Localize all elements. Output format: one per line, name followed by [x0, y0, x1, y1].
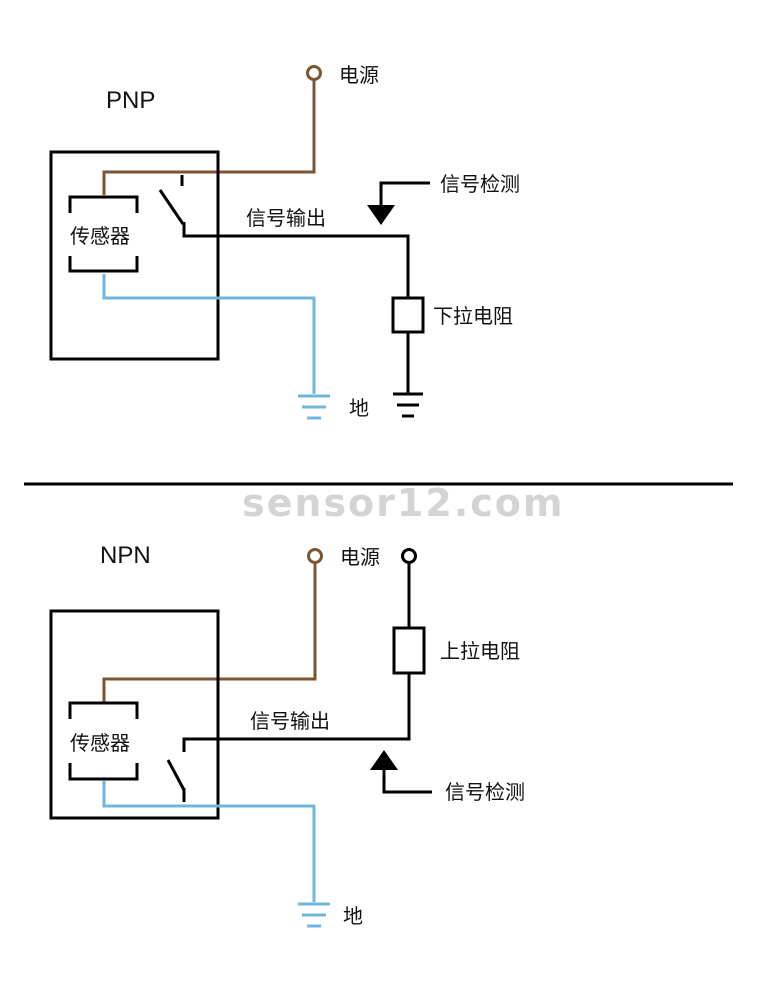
- npn-signal-detect-label: 信号检测: [445, 780, 525, 804]
- npn-signal-wire: [182, 673, 411, 752]
- pnp-circuit: PNP 电源 传感器 信号输出 信号检测 下拉电阻: [49, 63, 520, 420]
- pnp-ground-label: 地: [349, 396, 369, 420]
- watermark: sensor12.com: [242, 481, 564, 525]
- pnp-title: PNP: [106, 87, 155, 114]
- pnp-power-terminal: [306, 65, 322, 81]
- npn-ground-label: 地: [343, 904, 363, 928]
- npn-sensor-element-bottom: [68, 763, 139, 781]
- npn-sensor-element-top: [68, 701, 139, 719]
- pnp-sensor-element-bottom: [68, 256, 139, 273]
- npn-power-wire: [102, 563, 317, 703]
- pnp-ground-icon: [298, 394, 330, 420]
- npn-pullup-resistor: [392, 626, 426, 675]
- pnp-signal-detect-label: 信号检测: [440, 172, 520, 196]
- npn-signal-output-label: 信号输出: [250, 709, 330, 733]
- npn-power-terminal: [307, 548, 323, 564]
- pnp-pulldown-resistor: [391, 296, 425, 334]
- npn-detect-arrow-head: [370, 750, 398, 770]
- npn-sensor-label: 传感器: [70, 731, 130, 755]
- npn-supply-terminal: [401, 548, 417, 564]
- npn-power-label: 电源: [340, 545, 380, 569]
- pnp-sensor-housing: [49, 150, 220, 361]
- pnp-ground-wire: [102, 274, 316, 394]
- npn-ground-wire: [102, 781, 316, 902]
- npn-resistor-label: 上拉电阻: [440, 639, 520, 663]
- pnp-sensor-element-top: [68, 195, 139, 213]
- pnp-signal-wire: [182, 222, 410, 298]
- npn-ground-icon: [298, 902, 330, 928]
- pnp-power-label: 电源: [339, 63, 379, 87]
- npn-detect-arrow-line: [382, 770, 432, 794]
- pnp-power-wire: [102, 80, 316, 195]
- pnp-sensor-label: 传感器: [70, 224, 130, 248]
- pnp-resistor-ground-icon: [393, 392, 423, 418]
- pnp-switch-blade: [158, 189, 185, 225]
- pnp-resistor-label: 下拉电阻: [433, 304, 513, 328]
- npn-sensor-housing: [49, 609, 220, 820]
- pnp-signal-output-label: 信号输出: [246, 206, 326, 230]
- pnp-detect-arrow-line: [379, 181, 430, 205]
- npn-title: NPN: [100, 542, 151, 569]
- npn-switch-blade: [166, 759, 186, 791]
- pnp-detect-arrow-head: [367, 205, 395, 225]
- npn-circuit: NPN 电源 上拉电阻 传感器 信号输出 信号检测 地: [49, 542, 525, 928]
